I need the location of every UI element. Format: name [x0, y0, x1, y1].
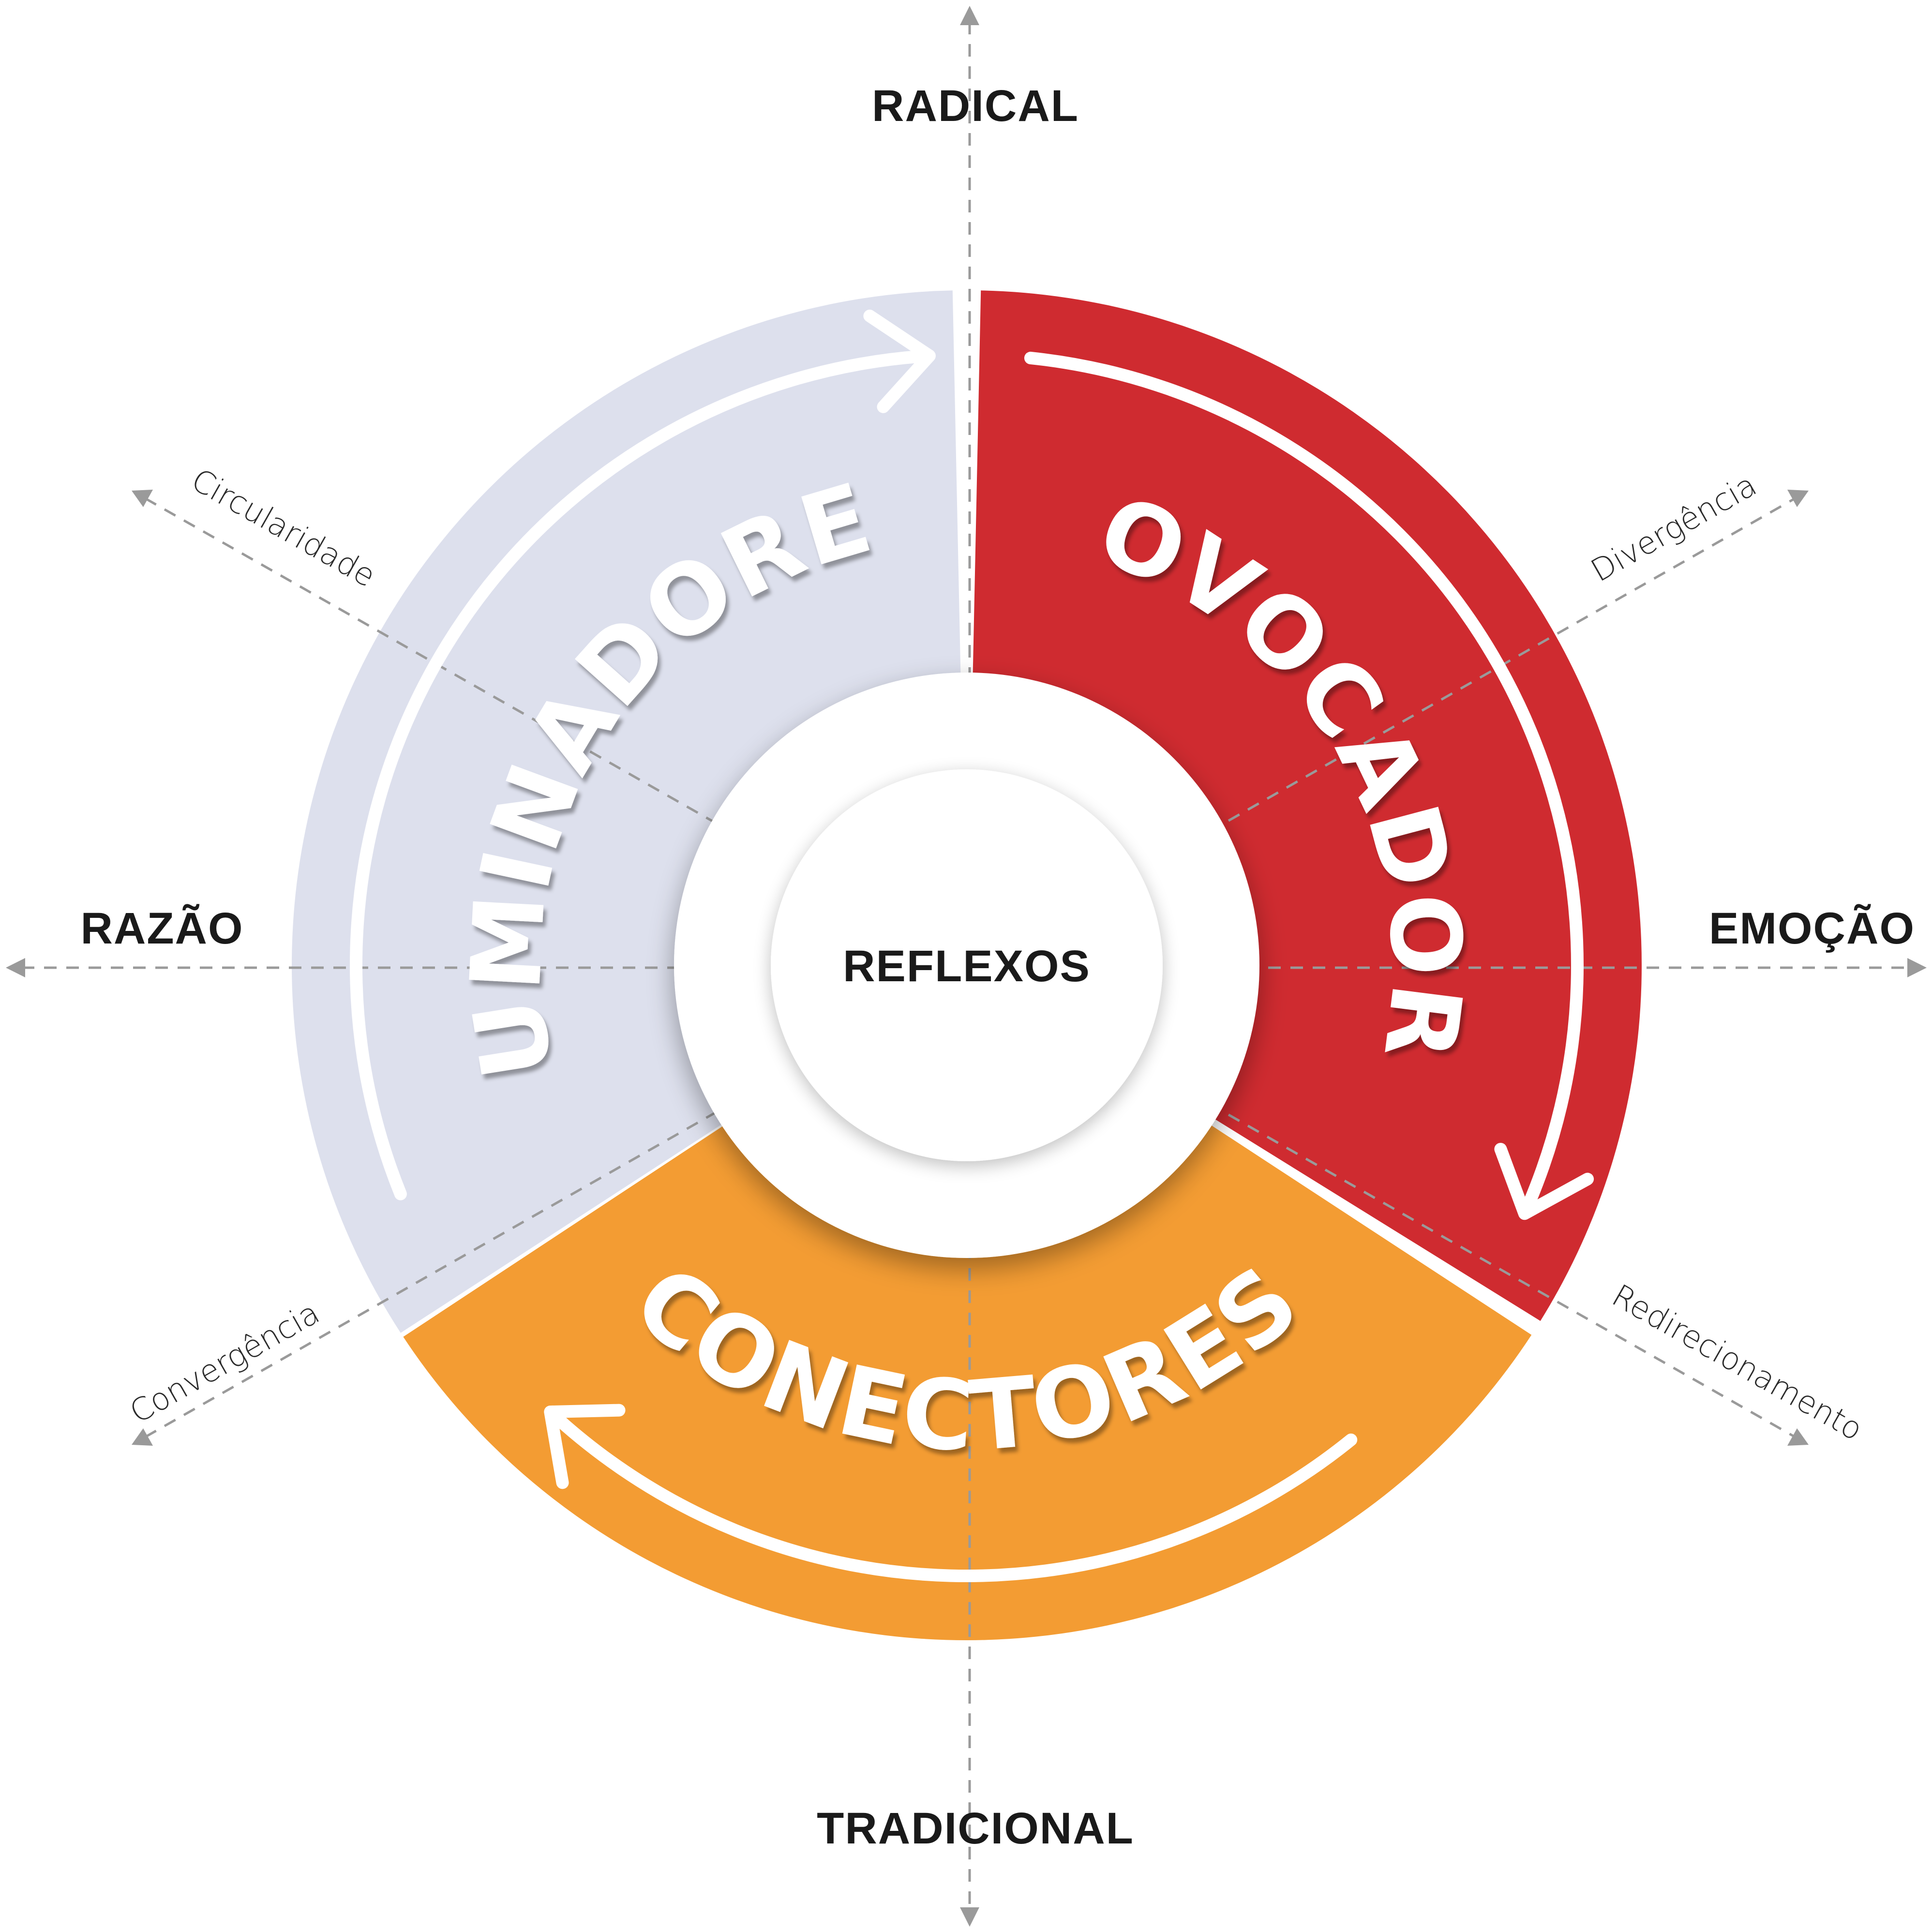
segment-provocadores	[972, 290, 1642, 1321]
arrow-left-icon	[6, 958, 25, 977]
arrow-head-provocadores-icon	[1494, 1142, 1594, 1220]
arrow-head-conectores-icon	[544, 1404, 626, 1489]
flow-arrow-iluminadores	[350, 350, 925, 1200]
arrow-right-icon	[1907, 958, 1927, 977]
segment-iluminadores	[292, 290, 961, 1333]
axis-label-top: RADICAL	[872, 81, 1079, 131]
diagonal-axis-ll-ur	[144, 497, 1796, 1438]
axis-label-left: RAZÃO	[80, 903, 243, 953]
axis-label-bottom: TRADICIONAL	[817, 1804, 1134, 1853]
arrow-head-iluminadores-icon	[863, 309, 936, 413]
center-core	[771, 769, 1163, 1161]
diag-label-upper-right: Divergência	[1585, 467, 1763, 589]
arrow-up-icon	[960, 6, 979, 25]
arrow-lower-right-icon	[1787, 1428, 1809, 1446]
diag-label-lower-left: Convergência	[124, 1295, 326, 1431]
arrow-upper-right-icon	[1787, 490, 1809, 507]
flow-arrow-provocadores	[1024, 351, 1584, 1211]
axis-label-right: EMOÇÃO	[1709, 903, 1915, 953]
arrow-upper-left-icon	[132, 490, 153, 507]
diagonal-axis-ul-lr	[144, 497, 1796, 1438]
arrow-lower-left-icon	[132, 1428, 153, 1446]
arrow-down-icon	[960, 1907, 979, 1927]
flow-arrow-conectores	[552, 1412, 1358, 1582]
diag-label-upper-left: Circularidade	[185, 462, 381, 595]
center-label: REFLEXOS	[843, 942, 1091, 991]
diag-label-lower-right: Redirecionamento	[1606, 1278, 1869, 1448]
